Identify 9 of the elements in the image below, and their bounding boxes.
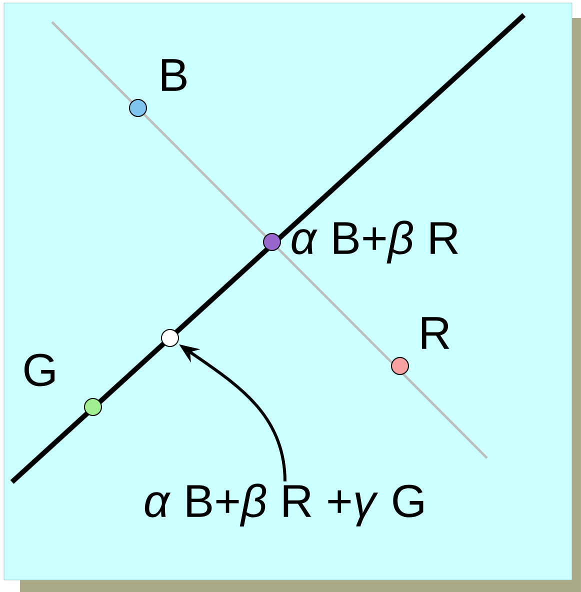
point-label: R <box>422 317 450 349</box>
point-label: B <box>162 59 186 91</box>
color-point <box>391 357 409 375</box>
color-point <box>263 233 281 251</box>
color-point <box>161 329 179 347</box>
point-label: G <box>24 354 55 386</box>
point-label: α B+β R <box>292 220 458 264</box>
formula-label: α B+β R +γ G <box>144 484 424 526</box>
color-point <box>84 398 102 416</box>
